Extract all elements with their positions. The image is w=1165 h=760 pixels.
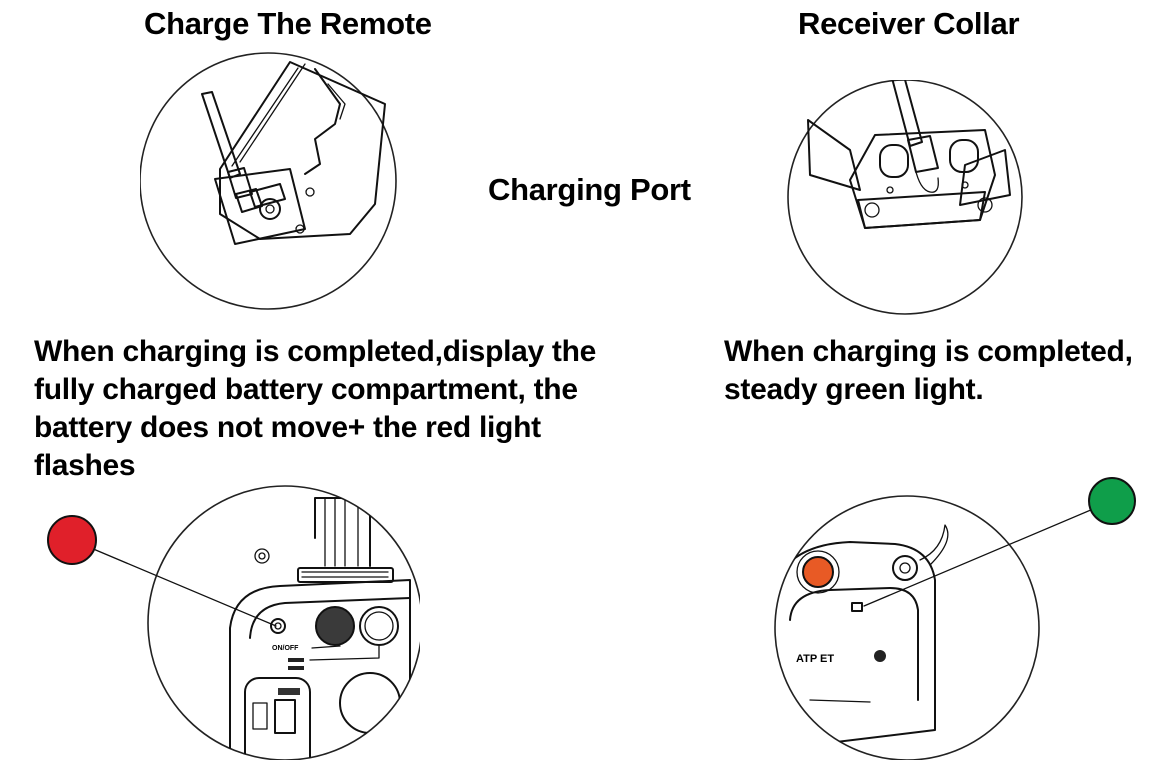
remote-charging-illustration (140, 52, 397, 310)
remote-text-line: When charging is completed,display the (34, 335, 597, 368)
collar-text-line: When charging is completed, (724, 335, 1133, 368)
remote-text-line: fully charged battery compartment, the (34, 373, 578, 406)
red-light-indicator (47, 515, 97, 565)
charging-port-label: Charging Port (488, 172, 691, 207)
collar-completion-text: When charging is completed, steady green… (724, 333, 1133, 409)
remote-indicator-illustration: ON/OFF (47, 485, 420, 760)
remote-completion-text: When charging is completed,display the f… (34, 333, 596, 485)
remote-title: Charge The Remote (144, 6, 432, 41)
remote-text-line: battery does not move+ the red light (34, 411, 541, 444)
collar-charging-illustration (787, 80, 1023, 315)
remote-text-line: flashes (34, 449, 136, 482)
power-label: ON/OFF (272, 645, 299, 652)
collar-text-line: steady green light. (724, 373, 984, 406)
green-light-indicator (1088, 477, 1136, 525)
collar-title: Receiver Collar (798, 6, 1020, 41)
collar-indicator-illustration: ATP ET (774, 477, 1136, 760)
collar-model-label: ATP ET (796, 653, 834, 665)
